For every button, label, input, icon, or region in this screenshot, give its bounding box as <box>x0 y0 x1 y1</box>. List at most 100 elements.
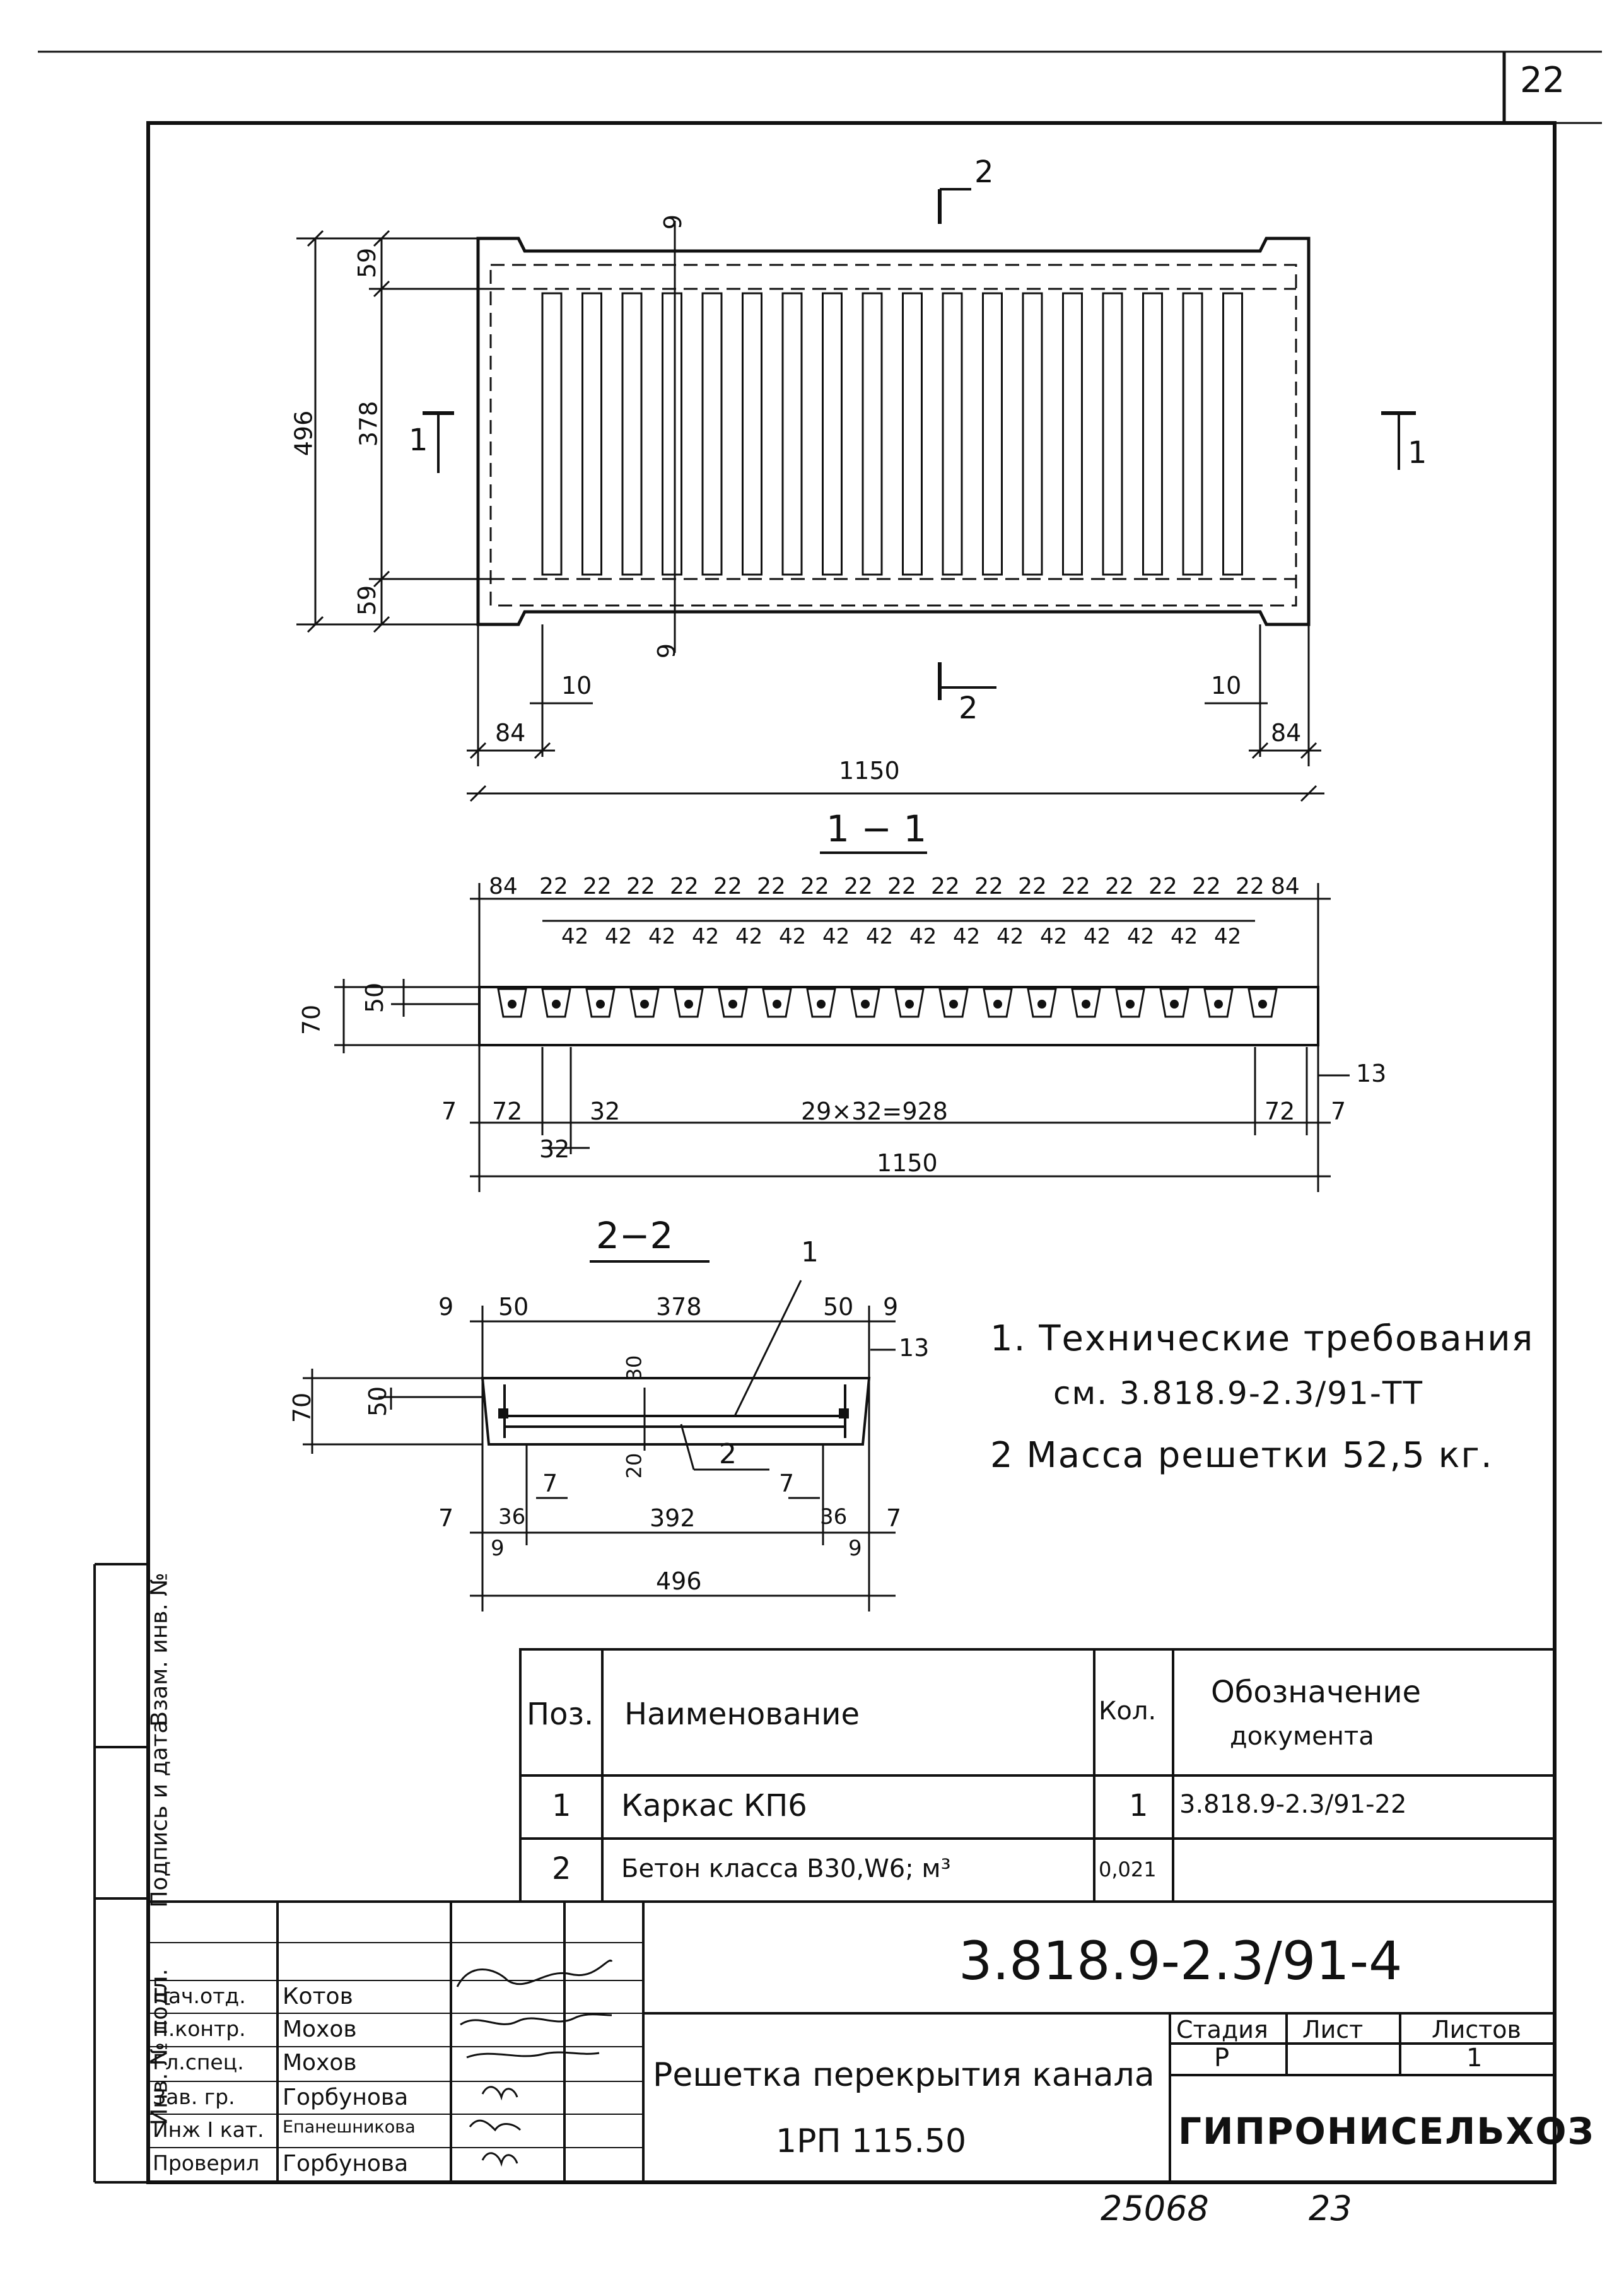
dim-s22-50-left: 50 <box>498 1293 529 1321</box>
dim-s11-slot: 42 <box>692 924 720 949</box>
section-rib <box>938 988 969 1018</box>
dim-s22-392: 392 <box>650 1504 696 1532</box>
section-rib <box>1247 988 1278 1018</box>
bottom-note-2: 23 <box>1309 2189 1352 2228</box>
note-line-1: 1. Технические требования <box>990 1318 1534 1359</box>
rebar-dot <box>1037 1000 1046 1009</box>
cut-mark-1-right: 1 <box>1408 435 1427 471</box>
dim-s22-7-b: 7 <box>779 1470 795 1497</box>
dim-s22-9-br: 9 <box>848 1536 862 1561</box>
rebar-dot <box>949 1000 958 1009</box>
staff-role: Инж I кат. <box>153 2117 264 2142</box>
sheet-label: Лист <box>1302 2016 1364 2044</box>
dim-s11-slot: 42 <box>1040 924 1068 949</box>
section-rib <box>629 988 660 1018</box>
rebar-dot <box>861 1000 870 1009</box>
dim-s11-slot: 42 <box>735 924 763 949</box>
plan-slot <box>982 292 1003 576</box>
section-rib <box>674 988 704 1018</box>
dim-s11-32-a: 32 <box>590 1097 621 1125</box>
dim-s22-9-bl: 9 <box>491 1536 505 1561</box>
section-2-2-outline <box>481 1377 871 1446</box>
s22-leader-1: 1 <box>801 1236 819 1268</box>
dim-s11-50: 50 <box>361 982 389 1014</box>
dim-s11-7-right: 7 <box>1331 1097 1347 1125</box>
plan-slot <box>742 292 762 576</box>
signatures <box>456 1959 613 2167</box>
dim-s22-9-left: 9 <box>438 1293 454 1321</box>
s22-leader-2: 2 <box>719 1438 737 1470</box>
plan-slot <box>662 292 682 576</box>
section-rib <box>894 988 925 1018</box>
spec-row2-name: Бетон класса В30,W6; м³ <box>621 1854 951 1883</box>
dim-s11-top: 22 <box>931 874 960 899</box>
rebar-dot <box>596 1000 605 1009</box>
title-block-grid <box>148 1900 1555 2182</box>
dim-s11-top: 22 <box>1061 874 1090 899</box>
section-rib <box>541 988 571 1018</box>
section-rib <box>1027 988 1057 1018</box>
dim-s11-slot: 42 <box>1127 924 1155 949</box>
dim-plan-right-84: 84 <box>1271 719 1302 747</box>
cut-mark-1-left: 1 <box>409 423 428 458</box>
dim-s11-top: 22 <box>583 874 612 899</box>
rebar-dot <box>728 1000 737 1009</box>
dim-s22-9-right: 9 <box>883 1293 899 1321</box>
staff-name: Котов <box>283 1984 353 2009</box>
plan-slot <box>1062 292 1083 576</box>
dim-s22-7-right: 7 <box>886 1504 902 1532</box>
spec-header-qty: Кол. <box>1099 1697 1157 1726</box>
dim-s11-slot: 42 <box>648 924 676 949</box>
dim-s11-top: 84 <box>1271 874 1300 899</box>
dim-s11-slot: 42 <box>561 924 589 949</box>
section-rib <box>1203 988 1234 1018</box>
plan-slot <box>942 292 963 576</box>
dim-s11-7-left: 7 <box>441 1097 457 1125</box>
spec-row1-doc: 3.818.9-2.3/91-22 <box>1179 1790 1407 1819</box>
section-rib <box>806 988 836 1018</box>
rebar-dot <box>773 1000 781 1009</box>
rebar-dot <box>905 1000 914 1009</box>
page-number: 22 <box>1520 60 1565 101</box>
staff-name: Горбунова <box>283 2151 409 2177</box>
spec-row1-pos: 1 <box>552 1788 571 1823</box>
dim-s11-32-b: 32 <box>539 1135 570 1163</box>
dim-s11-top: 22 <box>844 874 873 899</box>
staff-role: Н.контр. <box>153 2016 246 2041</box>
spec-header-doc-2: документа <box>1230 1722 1374 1751</box>
spec-header-doc-1: Обозначение <box>1211 1675 1422 1710</box>
section-rib <box>497 988 527 1018</box>
stage-label: Стадия <box>1176 2016 1268 2044</box>
rebar-dot <box>640 1000 649 1009</box>
spec-header-pos: Поз. <box>527 1697 594 1732</box>
section-rib <box>585 988 616 1018</box>
sheets-value: 1 <box>1466 2044 1483 2073</box>
side-stamp-vzam-inv: Взам. инв. № <box>146 1572 173 1727</box>
section-rib <box>762 988 792 1018</box>
staff-role: Гл.спец. <box>153 2050 244 2074</box>
plan-slot <box>1142 292 1163 576</box>
dim-s11-13: 13 <box>1356 1060 1387 1087</box>
dim-s11-1150: 1150 <box>877 1149 938 1177</box>
dim-plan-left-10: 10 <box>561 672 592 699</box>
section-rib <box>1071 988 1101 1018</box>
dim-s11-slot: 42 <box>909 924 937 949</box>
stage-value: Р <box>1214 2044 1230 2073</box>
staff-name: Горбунова <box>283 2085 409 2110</box>
dim-s11-slot: 42 <box>1214 924 1242 949</box>
dim-s11-top: 22 <box>1148 874 1177 899</box>
bottom-note-1: 25068 <box>1101 2189 1209 2228</box>
rebar-dot <box>1082 1000 1090 1009</box>
dim-s11-top: 22 <box>800 874 829 899</box>
spec-row1-qty: 1 <box>1129 1788 1148 1823</box>
dim-s11-top: 22 <box>626 874 655 899</box>
spec-row1-name: Каркас КП6 <box>621 1788 807 1823</box>
dim-s11-top: 22 <box>974 874 1003 899</box>
dim-s22-36-right: 36 <box>820 1504 848 1530</box>
dim-s11-top: 22 <box>713 874 742 899</box>
dim-s11-72-left: 72 <box>492 1097 523 1125</box>
dim-plan-378: 378 <box>354 401 383 447</box>
dim-s11-slot: 42 <box>822 924 850 949</box>
section-rib <box>983 988 1013 1018</box>
dim-s22-13: 13 <box>899 1334 930 1362</box>
